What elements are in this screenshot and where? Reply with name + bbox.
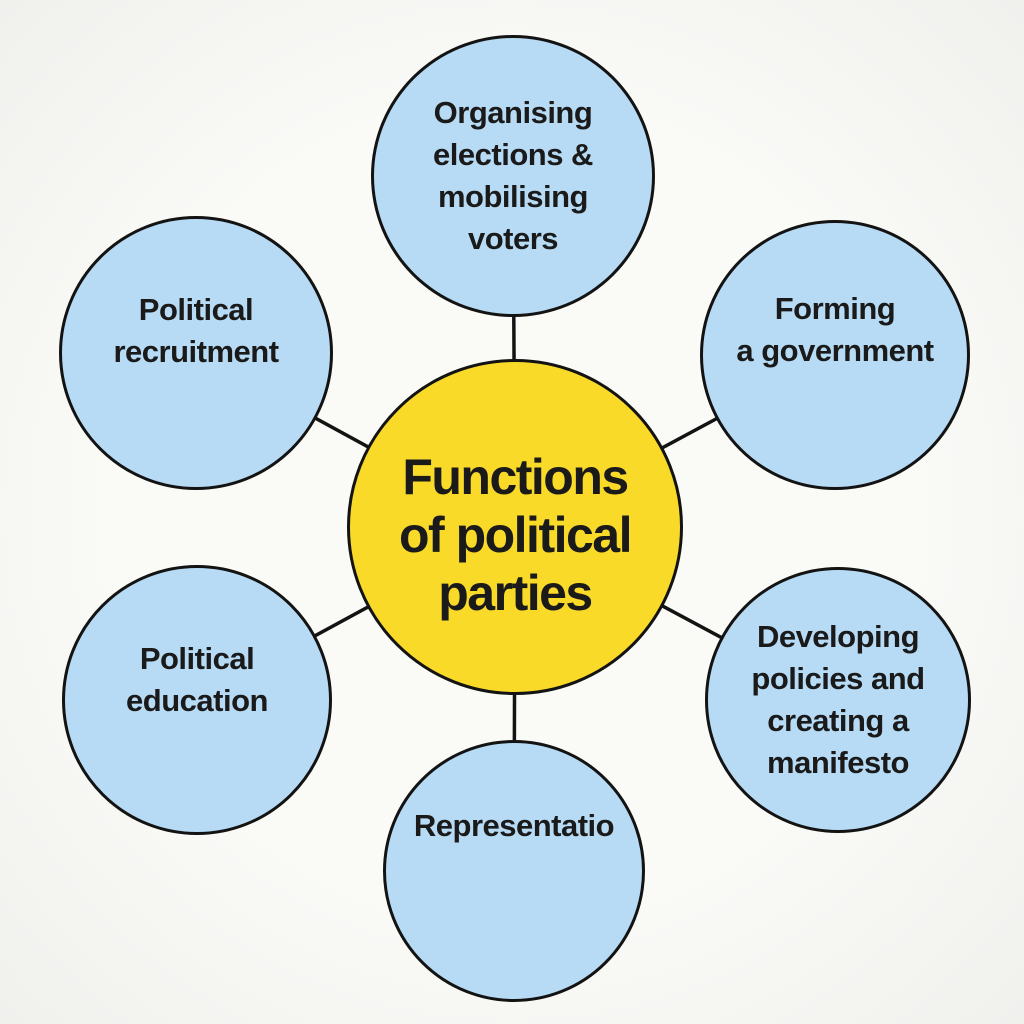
node-political-recruitment: Political recruitment: [59, 216, 333, 490]
node-political-recruitment-label: Political recruitment: [113, 292, 279, 369]
node-forming-government: Forming a government: [700, 220, 970, 490]
node-representation-label: Representatio: [413, 808, 615, 843]
node-political-education-label: Political education: [126, 641, 268, 718]
node-representation: Representatio: [383, 740, 645, 1002]
node-organising-elections-label: Organising elections & mobilising voters: [433, 95, 593, 256]
node-developing-policies-label: Developing policies and creating a manif…: [751, 619, 925, 780]
node-developing-policies: Developing policies and creating a manif…: [705, 567, 971, 833]
node-organising-elections: Organising elections & mobilising voters: [371, 35, 655, 317]
node-political-education: Political education: [62, 565, 332, 835]
center-node-functions: Functions of political parties: [347, 359, 683, 695]
node-forming-government-label: Forming a government: [736, 291, 934, 368]
center-node-label: Functions of political parties: [399, 449, 633, 621]
